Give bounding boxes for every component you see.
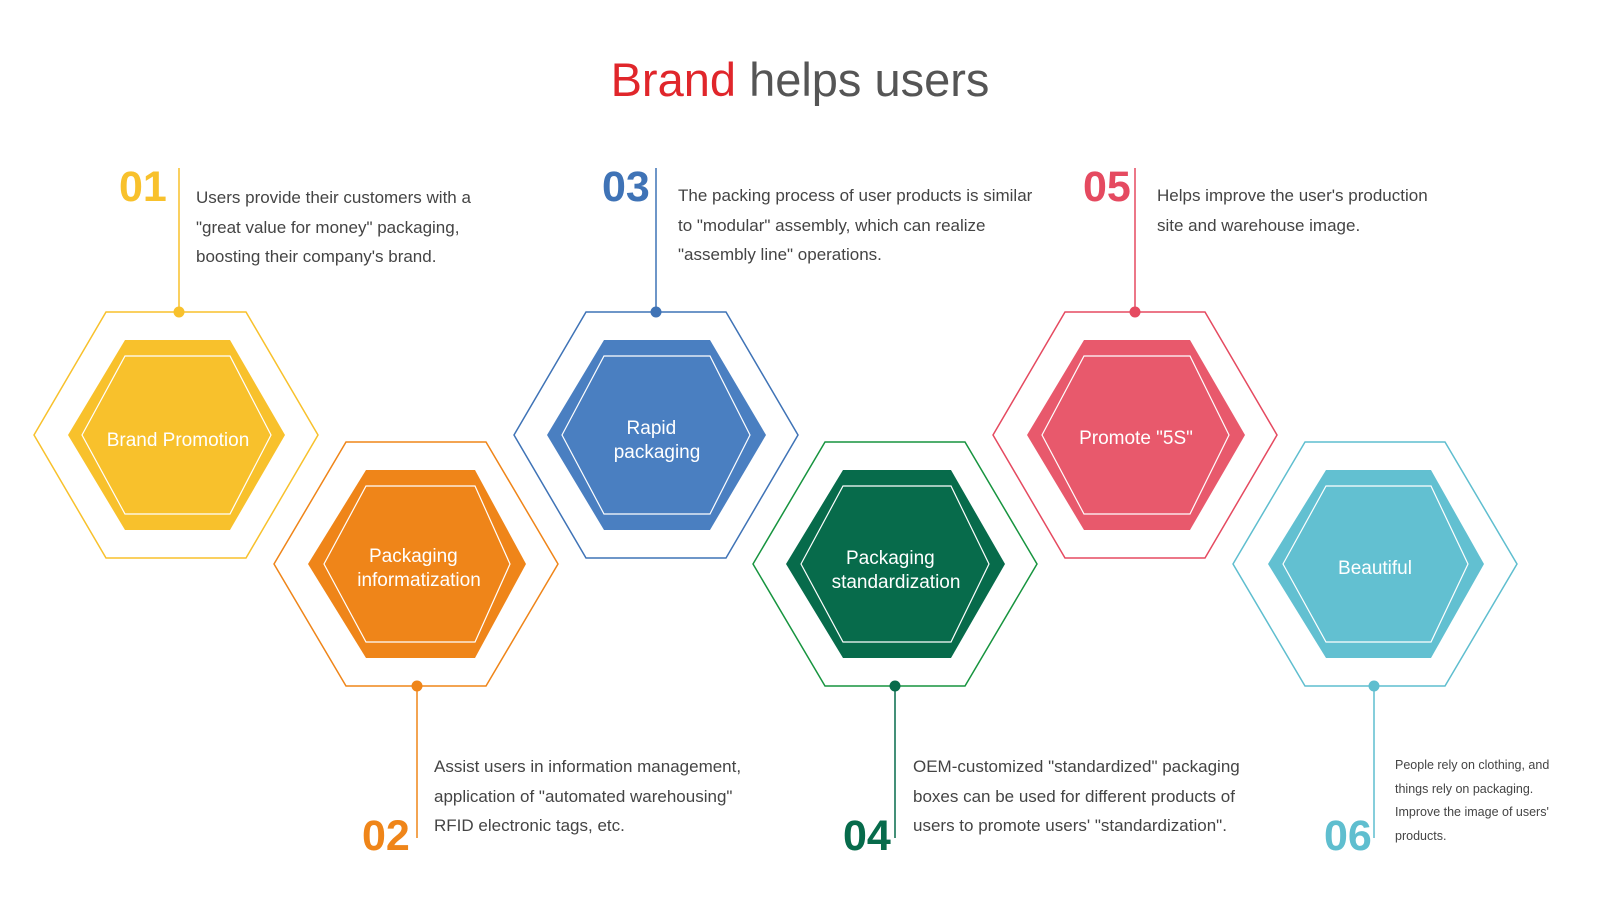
description-02: Assist users in information management, … [434, 757, 742, 835]
hex-04-label-line-1: Packaging [846, 548, 935, 569]
hex-03-outer-outline [513, 311, 799, 559]
item-02-group: Packaging informatization [273, 441, 559, 838]
connector-06-dot [1368, 680, 1380, 692]
description-01: Users provide their customers with a "gr… [196, 188, 471, 266]
hex-05-inner-outline [1041, 355, 1230, 515]
hex-01-label: Brand Promotion [107, 430, 250, 451]
description-04: OEM-customized "standardized" packaging … [913, 757, 1240, 835]
hex-01-outer-outline [33, 311, 319, 559]
hex-03-label: Rapid packaging [614, 418, 701, 463]
description-03: The packing process of user products is … [678, 186, 1033, 264]
title-accent: Brand [610, 53, 736, 106]
hex-04-inner-outline [800, 485, 990, 643]
hex-04-label-line-2: standardization [832, 572, 961, 593]
hex-03-label-line-1: Rapid [627, 418, 677, 439]
hex-04-outer-outline [752, 441, 1038, 687]
step-number-05: 05 [1083, 163, 1131, 211]
hex-03-fill [547, 340, 766, 530]
hex-02-inner-outline [323, 485, 511, 643]
step-number-03: 03 [602, 163, 650, 211]
description-05: Helps improve the user's production site… [1157, 186, 1428, 235]
connector-02-dot [411, 680, 423, 692]
item-06-group: Beautiful [1232, 441, 1518, 838]
item-05-group: Promote "5S" [992, 168, 1278, 559]
description-06: People rely on clothing, and things rely… [1395, 758, 1550, 843]
connector-03-dot [650, 306, 662, 318]
hex-02-label: Packaging informatization [357, 546, 481, 591]
hex-01-fill [68, 340, 285, 530]
connector-01-dot [173, 306, 185, 318]
hex-06-label: Beautiful [1338, 558, 1412, 579]
page-title: Brand helps users [0, 52, 1600, 107]
hex-02-label-line-1: Packaging [369, 546, 458, 567]
hex-06-fill [1268, 470, 1484, 658]
hex-02-label-line-2: informatization [357, 570, 481, 591]
hex-05-label: Promote "5S" [1079, 428, 1193, 449]
step-number-04: 04 [843, 812, 891, 860]
hex-06-inner-outline [1282, 485, 1469, 643]
hex-05-outer-outline [992, 311, 1278, 559]
hex-06-outer-outline [1232, 441, 1518, 687]
hex-04-label: Packaging standardization [832, 548, 961, 593]
hex-01-inner-outline [81, 355, 272, 515]
hex-05-fill [1027, 340, 1245, 530]
hex-03-label-line-2: packaging [614, 442, 701, 463]
hex-02-outer-outline [273, 441, 559, 687]
hex-02-fill [308, 470, 526, 658]
step-number-06: 06 [1324, 812, 1372, 860]
step-number-01: 01 [119, 163, 167, 211]
title-rest: helps users [749, 53, 990, 106]
connector-05-dot [1129, 306, 1141, 318]
item-01-group: Brand Promotion [33, 168, 319, 559]
connector-04-dot [889, 680, 901, 692]
item-04-group: Packaging standardization [752, 441, 1038, 838]
step-number-02: 02 [362, 812, 410, 860]
item-03-group: Rapid packaging [513, 168, 799, 559]
hex-04-fill [786, 470, 1005, 658]
hex-03-inner-outline [561, 355, 751, 515]
